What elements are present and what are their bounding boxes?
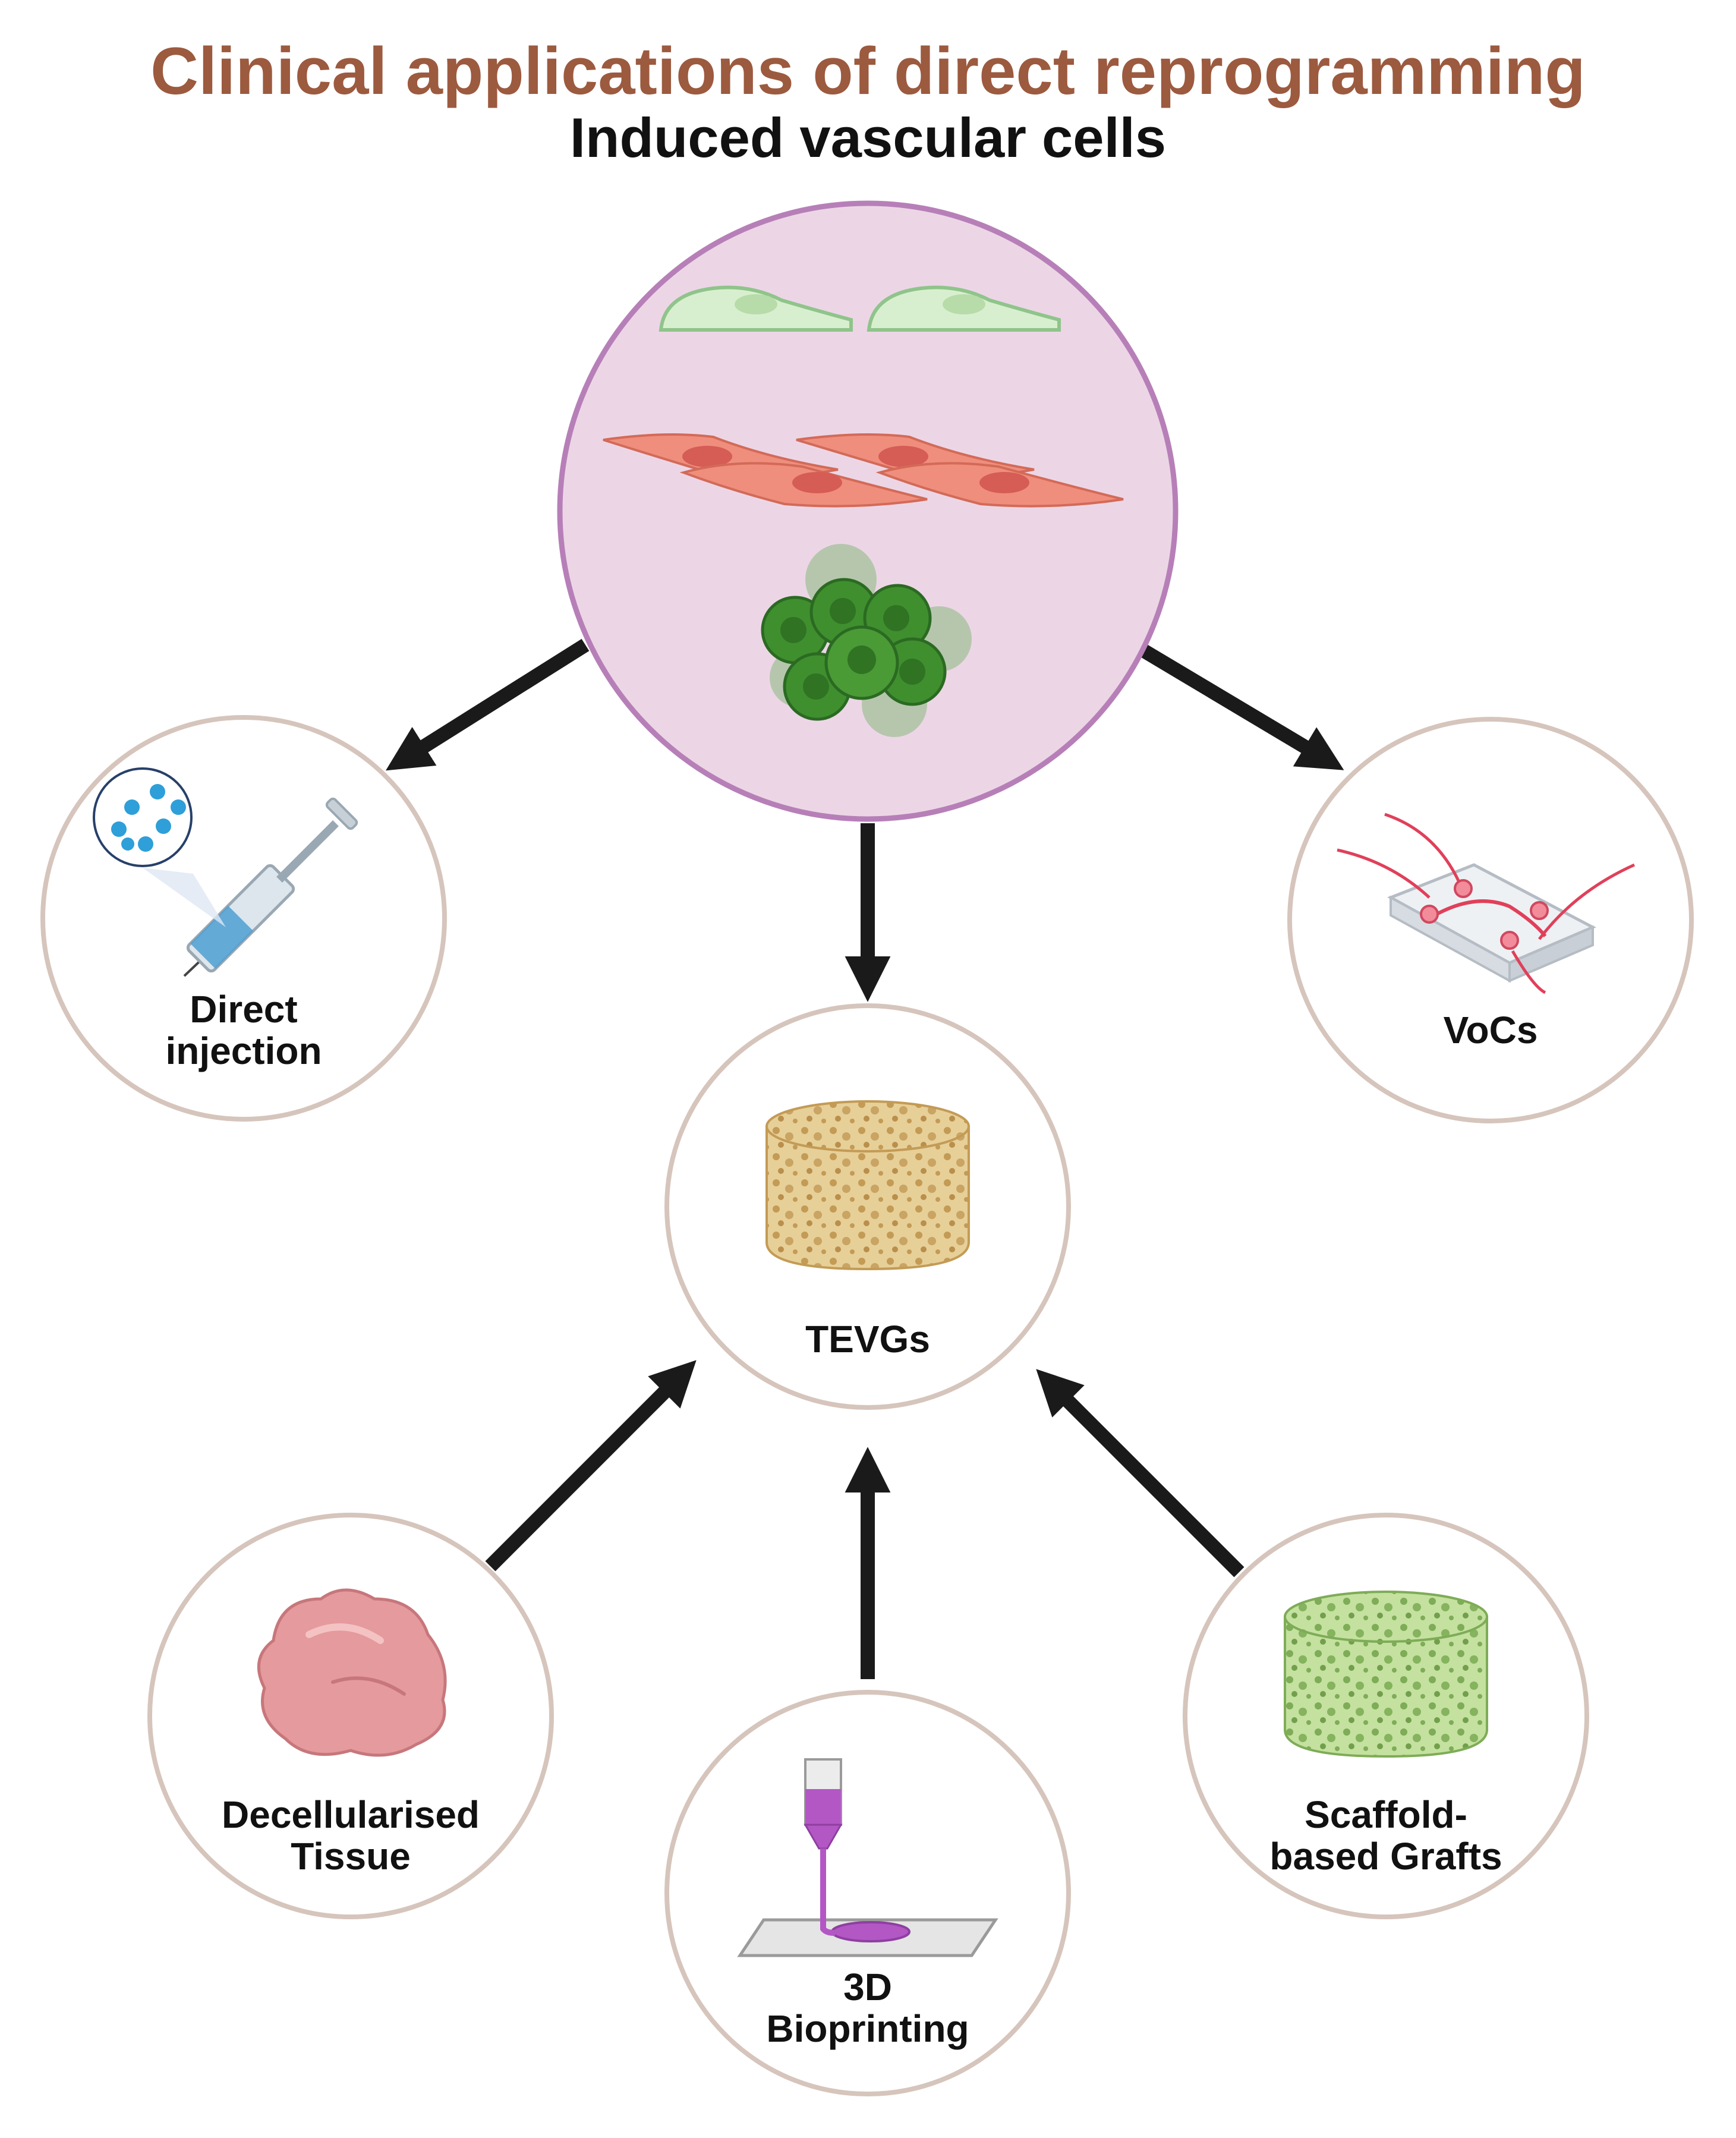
decellularised-tissue-node: Decellularised Tissue	[147, 1513, 554, 1919]
diagram-subtitle: Induced vascular cells	[569, 106, 1167, 169]
bioprinting-node: 3D Bioprinting	[664, 1690, 1071, 2096]
tevgs-label: TEVGs	[805, 1318, 930, 1361]
scaffold-label-line2: based Grafts	[1269, 1835, 1502, 1878]
vocs-label: VoCs	[1444, 1009, 1538, 1051]
porous-scaffold-icon	[765, 1100, 970, 1271]
vessel-on-chip-icon	[1337, 813, 1636, 994]
direct-injection-label-line2: injection	[165, 1029, 322, 1072]
endothelial-cells-icon	[659, 285, 1061, 332]
smooth-muscle-cells-icon	[603, 433, 1124, 508]
direct-injection-label-line1: Direct	[190, 988, 297, 1031]
magnified-particles-icon	[93, 767, 226, 927]
bioprinter-icon	[737, 1758, 998, 1957]
decellularised-label-line2: Tissue	[291, 1835, 411, 1878]
syringe-icon	[183, 797, 358, 977]
arrow-decellularised-to-tevgs	[485, 1360, 697, 1572]
bioprinting-label-line1: 3D	[843, 1966, 892, 2008]
tevgs-node: TEVGs	[664, 1003, 1071, 1410]
bioprinting-label-line2: Bioprinting	[766, 2007, 969, 2050]
induced-vascular-cells-node	[557, 200, 1179, 822]
vocs-node: VoCs	[1287, 717, 1694, 1123]
direct-injection-node: Direct injection	[40, 715, 447, 1122]
arrow-scaffold-to-tevgs	[1036, 1369, 1244, 1577]
tissue-icon	[257, 1588, 447, 1757]
diagram-title: Clinical applications of direct reprogra…	[150, 34, 1586, 108]
green-scaffold-icon	[1284, 1591, 1488, 1758]
scaffold-grafts-node: Scaffold- based Grafts	[1183, 1513, 1589, 1919]
arrow-to-vocs	[1140, 644, 1344, 770]
scaffold-label-line1: Scaffold-	[1305, 1793, 1467, 1836]
arrow-to-direct-injection	[385, 638, 590, 771]
cell-cluster-icon	[761, 544, 972, 737]
decellularised-label-line1: Decellularised	[222, 1793, 480, 1836]
